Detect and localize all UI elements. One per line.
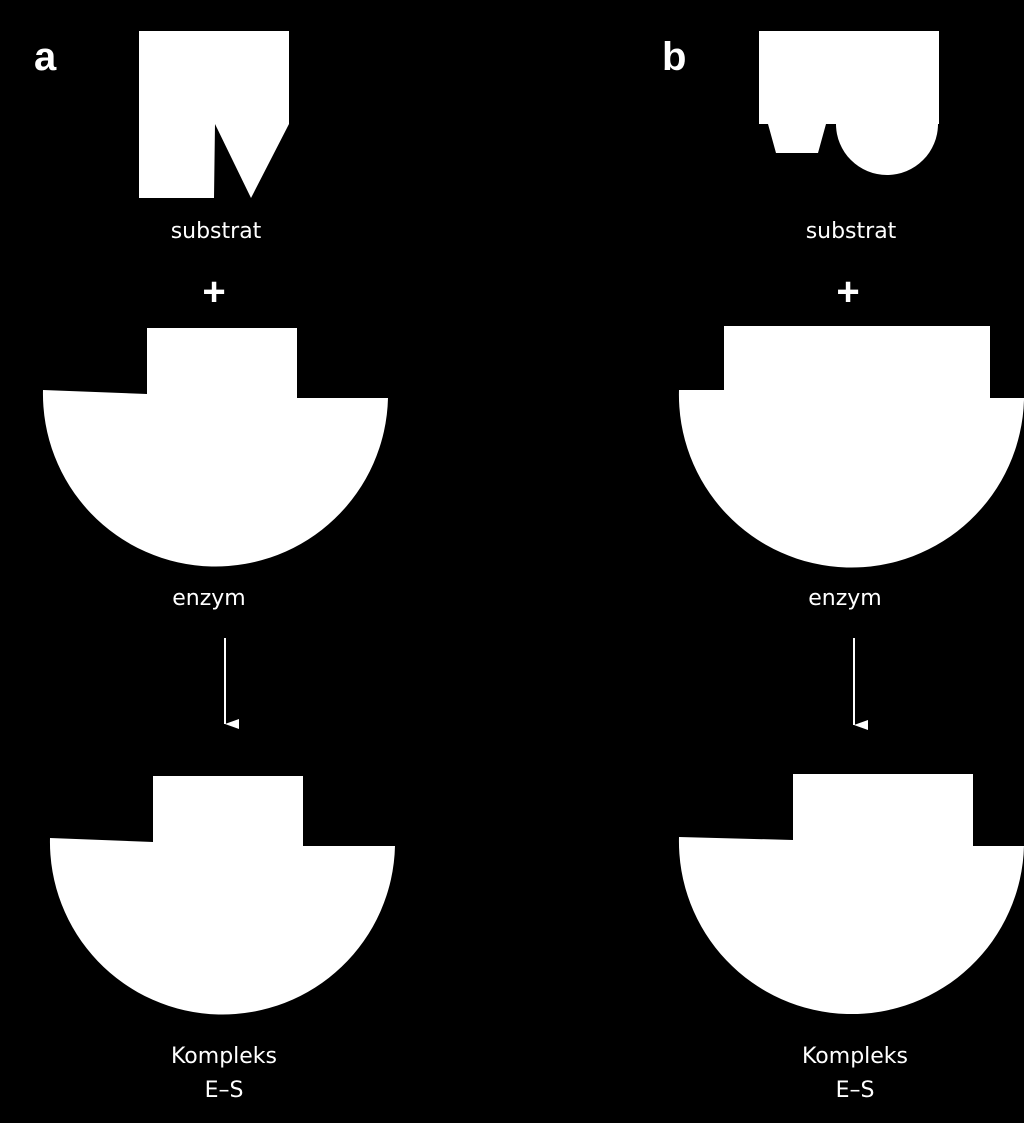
panel-a-complex-shape — [49, 776, 396, 1015]
panel-a-enzyme-shape — [42, 328, 388, 567]
panel-b-letter: b — [662, 35, 686, 79]
panel-b-complex-shape — [678, 774, 1024, 1015]
panel-a-enzyme-label: enzym — [172, 586, 245, 611]
panel-b-substrate-shape — [759, 31, 939, 175]
panel-a-plus-sign: + — [202, 270, 225, 314]
panel-b-enzyme-shape — [678, 326, 1024, 568]
panel-a-letter: a — [34, 35, 57, 79]
panel-a-substrate-shape — [139, 31, 289, 198]
panel-a-complex-label-line1: Kompleks — [171, 1044, 277, 1069]
panel-a-substrate-label: substrat — [171, 219, 262, 244]
panel-b: b substrat + enzym Kompleks E–S — [662, 31, 1024, 1103]
panel-b-substrate-label: substrat — [806, 219, 897, 244]
panel-a-complex-label-line2: E–S — [205, 1078, 244, 1103]
panel-b-complex-label-line2: E–S — [836, 1078, 875, 1103]
panel-b-plus-sign: + — [836, 270, 859, 314]
panel-a: a substrat + enzym Kompleks E–S — [34, 31, 396, 1103]
panel-b-complex-label-line1: Kompleks — [802, 1044, 908, 1069]
panel-b-enzyme-label: enzym — [808, 586, 881, 611]
